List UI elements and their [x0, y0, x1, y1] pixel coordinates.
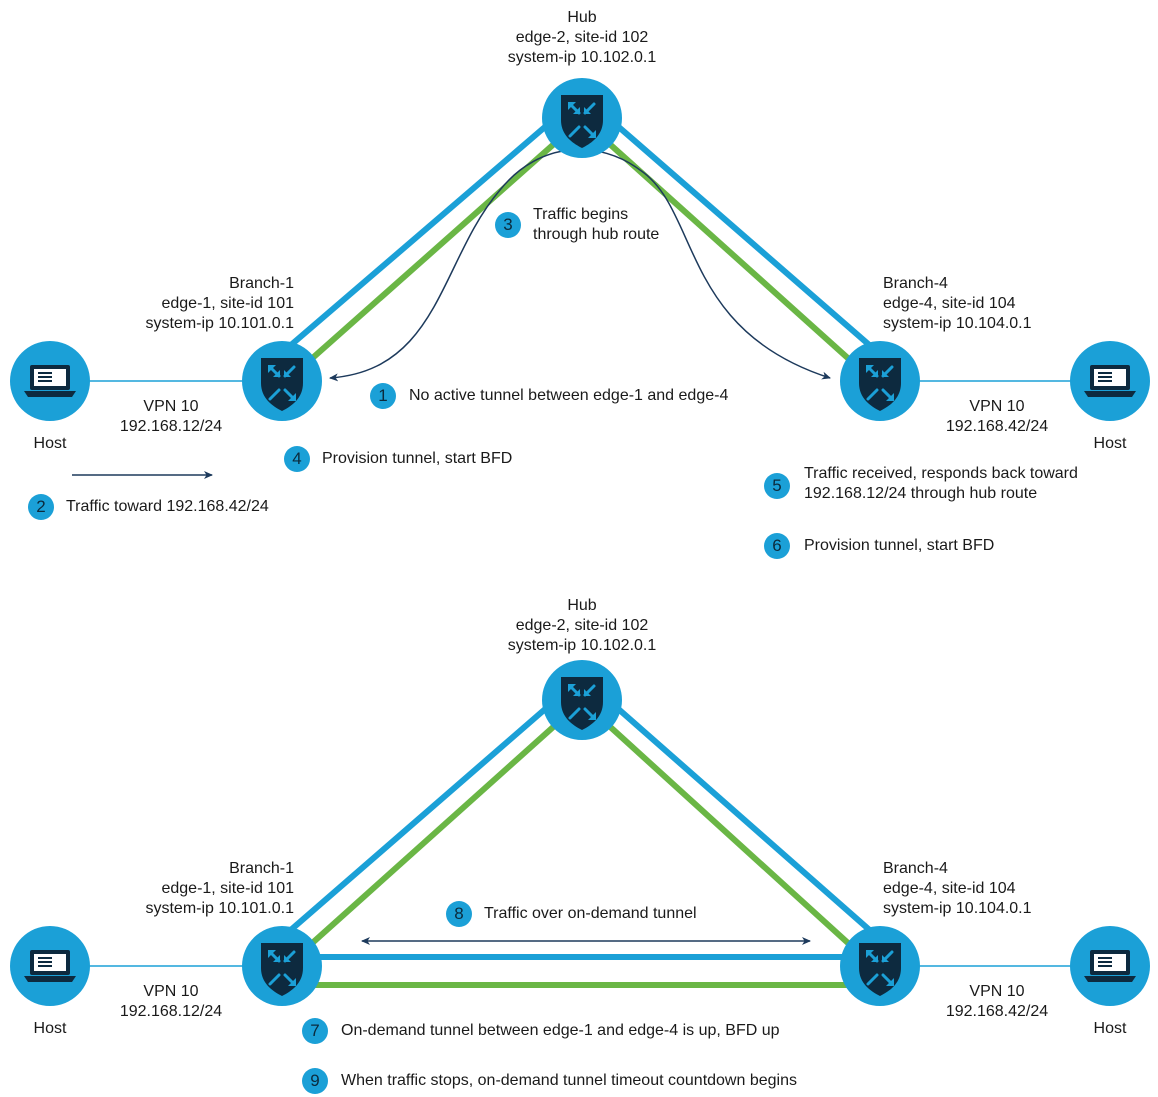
- bottom-hub-branch1-green-link: [287, 691, 593, 966]
- bottom-hub-branch4-blue-link: [588, 681, 892, 951]
- step-9-badge: 9: [302, 1068, 328, 1094]
- hub-route-traffic-arrow: [329, 148, 831, 382]
- top-hub-router-icon: [540, 76, 624, 160]
- step-3-text: Traffic begins through hub route: [533, 205, 659, 245]
- step-5-line2: 192.168.12/24 through hub route: [804, 485, 1038, 502]
- top-left-vpn: VPN 10: [143, 398, 199, 415]
- step-5-text: Traffic received, responds back toward 1…: [804, 464, 1078, 504]
- step-4-text: Provision tunnel, start BFD: [322, 450, 513, 467]
- bottom-left-host-label: Host: [33, 1020, 67, 1037]
- top-hub-title: Hub: [567, 9, 597, 26]
- bottom-branch1-line2: system-ip 10.101.0.1: [145, 900, 294, 917]
- step-1-text: No active tunnel between edge-1 and edge…: [409, 387, 729, 404]
- step-6-text: Provision tunnel, start BFD: [804, 537, 995, 554]
- step-4-badge: 4: [284, 446, 310, 472]
- step-3-badge: 3: [495, 212, 521, 238]
- bottom-left-vpn-label: VPN 10 192.168.12/24: [96, 982, 246, 1022]
- bottom-branch1-title: Branch-1: [229, 860, 294, 877]
- step-2-badge: 2: [28, 494, 54, 520]
- top-hub-line2: system-ip 10.102.0.1: [507, 49, 657, 66]
- bottom-hub-label: Hub edge-2, site-id 102 system-ip 10.102…: [482, 596, 682, 656]
- top-left-host-laptop-icon: [9, 340, 91, 422]
- bottom-branch1-label: Branch-1 edge-1, site-id 101 system-ip 1…: [60, 859, 294, 919]
- top-links: [50, 99, 1110, 479]
- bottom-links: [50, 681, 1110, 988]
- bottom-left-host-laptop-icon: [9, 925, 91, 1007]
- step-7-text: On-demand tunnel between edge-1 and edge…: [341, 1022, 780, 1039]
- top-branch1-line1: edge-1, site-id 101: [161, 295, 294, 312]
- top-left-vpn-label: VPN 10 192.168.12/24: [96, 397, 246, 437]
- top-hub-label: Hub edge-2, site-id 102 system-ip 10.102…: [482, 8, 682, 68]
- bottom-branch1-line1: edge-1, site-id 101: [161, 880, 294, 897]
- top-right-vpn: VPN 10: [969, 398, 1025, 415]
- bottom-right-subnet: 192.168.42/24: [945, 1003, 1049, 1020]
- step-2-text: Traffic toward 192.168.42/24: [66, 498, 269, 515]
- bottom-hub-branch1-blue-link: [268, 681, 576, 951]
- top-branch1-label: Branch-1 edge-1, site-id 101 system-ip 1…: [60, 274, 294, 334]
- bottom-branch4-line2: system-ip 10.104.0.1: [883, 900, 1032, 917]
- top-branch1-title: Branch-1: [229, 275, 294, 292]
- step-5-line1: Traffic received, responds back toward: [804, 465, 1078, 482]
- bottom-branch4-title: Branch-4: [883, 860, 948, 877]
- top-branch4-router-icon: [838, 339, 922, 423]
- step-3-line2: through hub route: [533, 226, 660, 243]
- bottom-hub-title: Hub: [567, 597, 597, 614]
- top-left-subnet: 192.168.12/24: [119, 418, 223, 435]
- step-8-text: Traffic over on-demand tunnel: [484, 905, 697, 922]
- bottom-right-vpn-label: VPN 10 192.168.42/24: [922, 982, 1072, 1022]
- top-right-host-label: Host: [1093, 435, 1127, 452]
- top-branch4-label: Branch-4 edge-4, site-id 104 system-ip 1…: [883, 274, 1032, 334]
- bottom-branch4-line1: edge-4, site-id 104: [883, 880, 1016, 897]
- step-1-badge: 1: [370, 383, 396, 409]
- bottom-hub-branch4-green-link: [571, 691, 873, 966]
- top-branch1-line2: system-ip 10.101.0.1: [145, 315, 294, 332]
- top-branch4-line2: system-ip 10.104.0.1: [883, 315, 1032, 332]
- top-right-host-laptop-icon: [1069, 340, 1151, 422]
- top-left-host-label: Host: [33, 435, 67, 452]
- top-right-subnet: 192.168.42/24: [945, 418, 1049, 435]
- bottom-hub-line1: edge-2, site-id 102: [515, 617, 649, 634]
- bottom-right-vpn: VPN 10: [969, 983, 1025, 1000]
- bottom-branch1-router-icon: [240, 924, 324, 1008]
- bottom-right-host-laptop-icon: [1069, 925, 1151, 1007]
- top-hub-branch1-green-link: [288, 109, 592, 381]
- bottom-hub-router-icon: [540, 658, 624, 742]
- top-hub-branch4-green-link: [571, 109, 873, 381]
- top-hub-branch4-blue-link: [588, 99, 892, 366]
- step-9-text: When traffic stops, on-demand tunnel tim…: [341, 1072, 797, 1089]
- top-right-vpn-label: VPN 10 192.168.42/24: [922, 397, 1072, 437]
- bottom-branch4-router-icon: [838, 924, 922, 1008]
- top-branch4-line1: edge-4, site-id 104: [883, 295, 1016, 312]
- top-branch4-title: Branch-4: [883, 275, 948, 292]
- top-hub-branch1-blue-link: [268, 99, 576, 366]
- step-6-badge: 6: [764, 533, 790, 559]
- bottom-right-host-label: Host: [1093, 1020, 1127, 1037]
- top-hub-line1: edge-2, site-id 102: [515, 29, 649, 46]
- bottom-left-subnet: 192.168.12/24: [119, 1003, 223, 1020]
- step-3-line1: Traffic begins: [533, 206, 629, 223]
- bottom-hub-line2: system-ip 10.102.0.1: [507, 637, 657, 654]
- step-5-badge: 5: [764, 473, 790, 499]
- top-branch1-router-icon: [240, 339, 324, 423]
- step-7-badge: 7: [302, 1018, 328, 1044]
- bottom-branch4-label: Branch-4 edge-4, site-id 104 system-ip 1…: [883, 859, 1032, 919]
- bottom-left-vpn: VPN 10: [143, 983, 199, 1000]
- step-8-badge: 8: [446, 901, 472, 927]
